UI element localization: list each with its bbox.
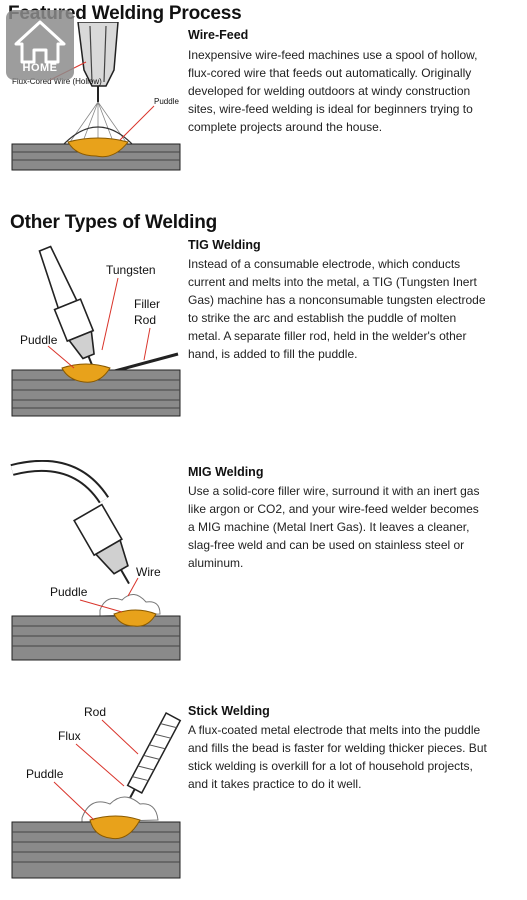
puddle-label: Puddle bbox=[20, 333, 58, 347]
other-types-title: Other Types of Welding bbox=[10, 212, 218, 233]
wire-label: Wire bbox=[136, 565, 161, 579]
puddle-label: Puddle bbox=[154, 97, 179, 106]
home-icon bbox=[14, 20, 66, 64]
tig-illustration: Tungsten Filler Rod Puddle bbox=[11, 245, 181, 417]
rod-label: Rod bbox=[134, 313, 156, 327]
wire-feed-illustration: Flux-Cored Wire (Hollow) Puddle bbox=[11, 22, 181, 171]
wire-label: Flux-Cored Wire (Hollow) bbox=[12, 77, 102, 86]
wire-feed-title: Wire-Feed bbox=[188, 28, 249, 42]
flux-label: Flux bbox=[58, 729, 81, 743]
mig-title: MIG Welding bbox=[188, 465, 264, 479]
mig-text: Use a solid-core filler wire, surround i… bbox=[188, 484, 480, 570]
stick-text: A flux-coated metal electrode that melts… bbox=[188, 723, 487, 791]
rod-label: Rod bbox=[84, 705, 106, 719]
mig-illustration: Wire Puddle bbox=[10, 460, 181, 661]
stick-title: Stick Welding bbox=[188, 704, 270, 718]
puddle-label: Puddle bbox=[50, 585, 88, 599]
tig-title: TIG Welding bbox=[188, 238, 261, 252]
tungsten-label: Tungsten bbox=[106, 263, 156, 277]
home-label: HOME bbox=[22, 62, 58, 74]
puddle-label: Puddle bbox=[26, 767, 64, 781]
home-button[interactable]: HOME bbox=[6, 10, 74, 80]
stick-illustration: Rod Flux Puddle bbox=[11, 705, 182, 879]
tig-text: Instead of a consumable electrode, which… bbox=[188, 257, 486, 361]
filler-label: Filler bbox=[134, 297, 160, 311]
wire-feed-text: Inexpensive wire-feed machines use a spo… bbox=[188, 48, 478, 134]
